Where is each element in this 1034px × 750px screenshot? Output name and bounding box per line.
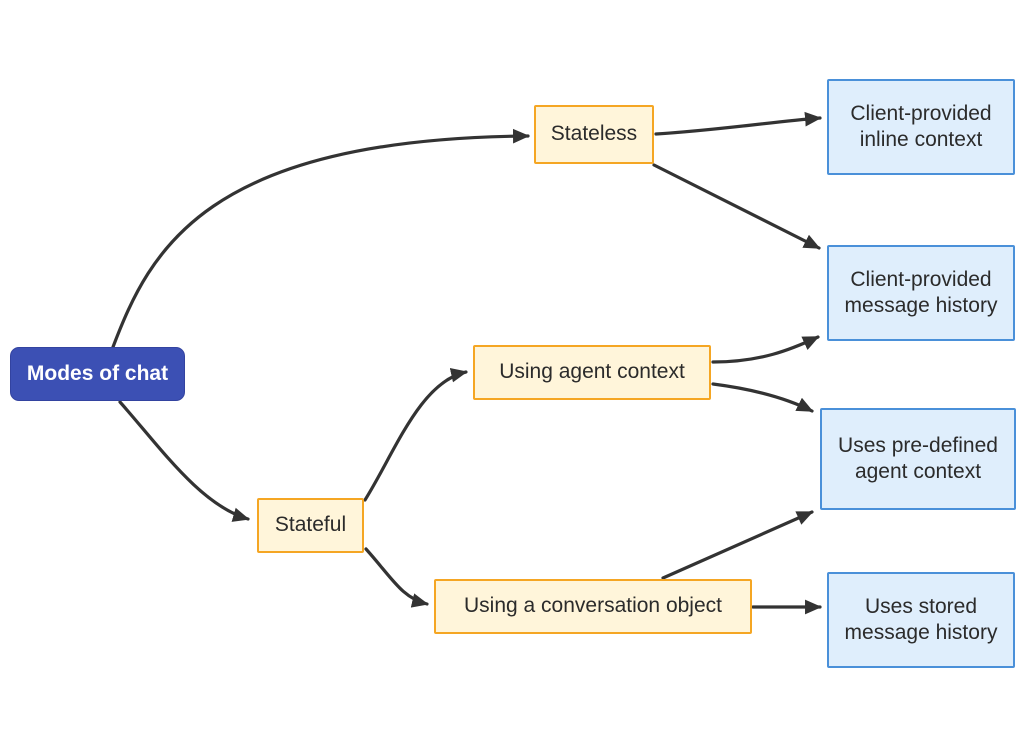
node-storedmsg-label: Uses stored message history	[844, 594, 998, 644]
node-root[interactable]: Modes of chat	[10, 347, 185, 401]
node-msghistory[interactable]: Client-provided message history	[827, 245, 1015, 341]
node-storedmsg[interactable]: Uses stored message history	[827, 572, 1015, 668]
edge-root-to-stateful	[118, 400, 250, 522]
edge-group	[111, 111, 822, 615]
edge-agentctx-to-predefined	[711, 382, 814, 413]
node-inline-label: Client-provided inline context	[850, 101, 992, 151]
node-stateless-label: Stateless	[550, 122, 638, 146]
edge-convobj-to-predefined	[661, 510, 814, 580]
edge-stateless-to-msghistory	[652, 163, 821, 250]
node-stateful-label: Stateful	[274, 513, 347, 537]
node-stateless[interactable]: Stateless	[534, 105, 654, 164]
node-predefined[interactable]: Uses pre-defined agent context	[820, 408, 1016, 510]
node-inline[interactable]: Client-provided inline context	[827, 79, 1015, 175]
node-msghistory-label: Client-provided message history	[844, 267, 998, 317]
node-convobj[interactable]: Using a conversation object	[434, 579, 752, 634]
node-root-label: Modes of chat	[26, 361, 169, 385]
node-agentctx[interactable]: Using agent context	[473, 345, 711, 400]
edge-stateful-to-convobj	[364, 547, 429, 608]
edge-root-to-stateless	[111, 128, 530, 349]
node-stateful[interactable]: Stateful	[257, 498, 364, 553]
node-predefined-label: Uses pre-defined agent context	[838, 433, 998, 483]
edge-stateful-to-agentctx	[363, 368, 468, 502]
edge-stateless-to-inline	[654, 111, 822, 136]
node-convobj-label: Using a conversation object	[464, 594, 722, 618]
node-agentctx-label: Using agent context	[499, 360, 685, 384]
edge-agentctx-to-msghistory	[711, 335, 820, 364]
